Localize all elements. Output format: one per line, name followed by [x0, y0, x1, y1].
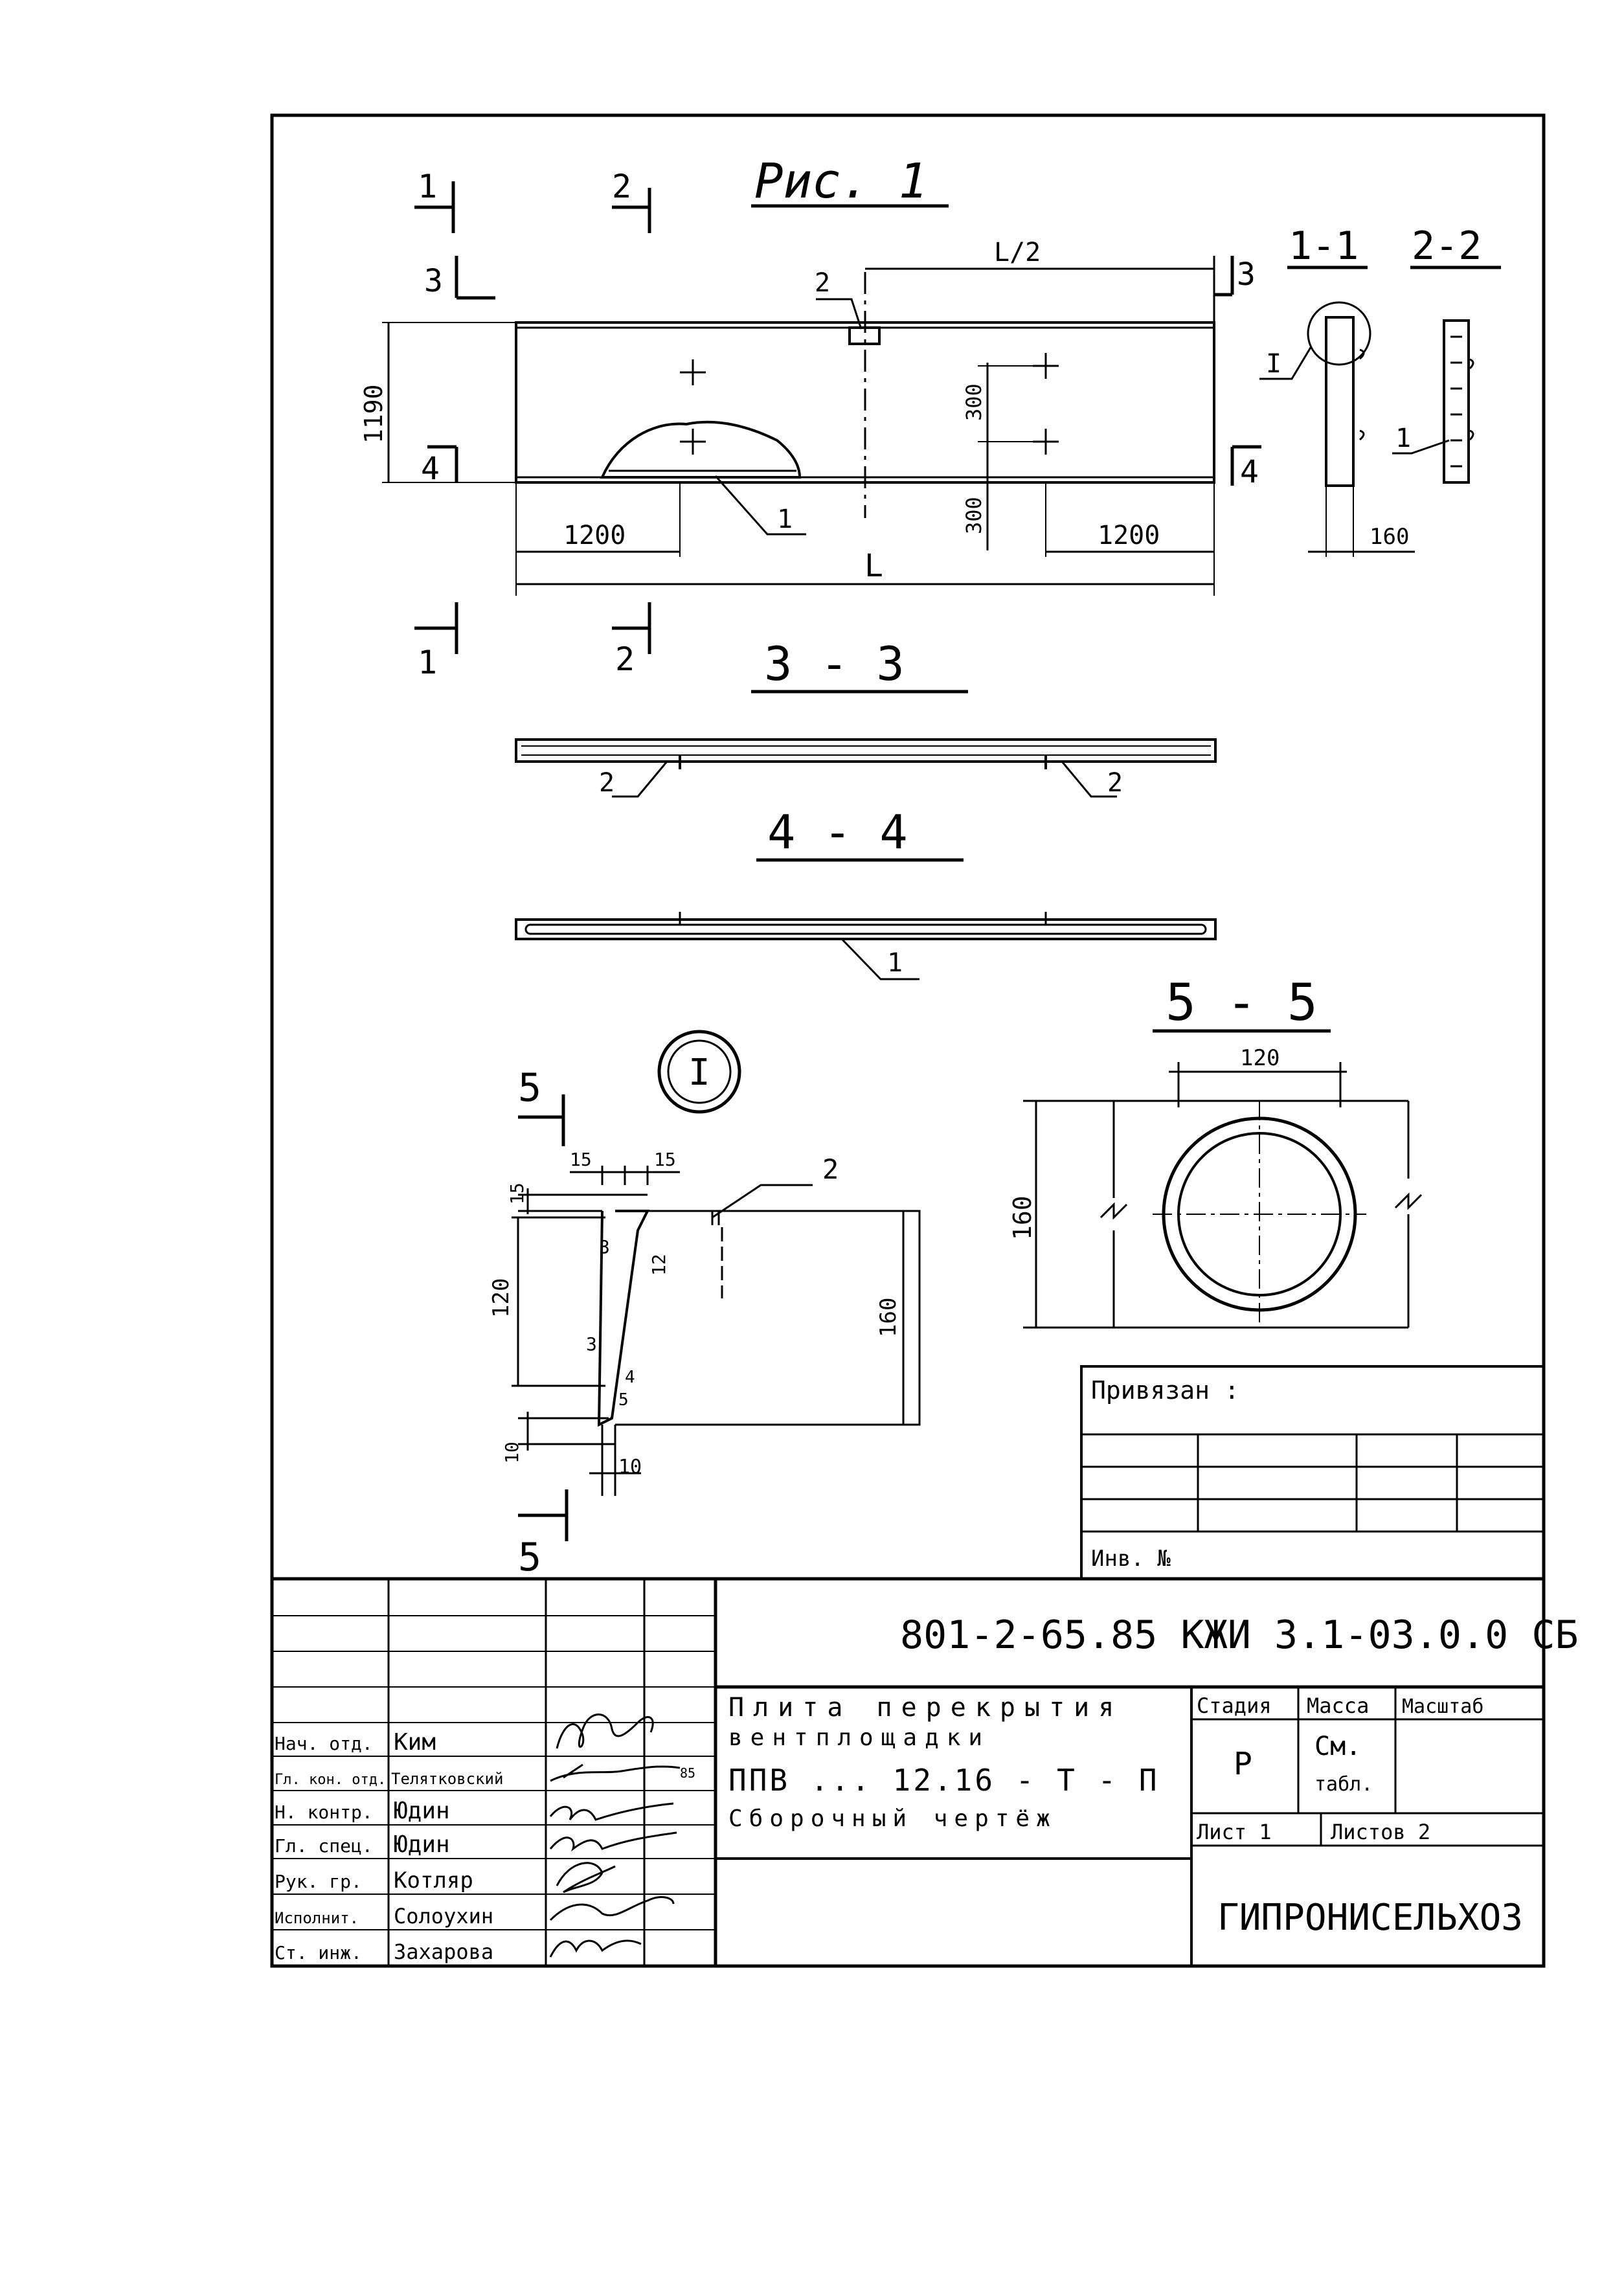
- callout-section-3-3-2a: 2: [599, 768, 615, 798]
- cut-mark-2-bottom: 2: [615, 640, 635, 678]
- doc-code: 801-2-65.85 КЖИ 3.1-03.0.0 СБ: [900, 1612, 1579, 1658]
- detail-I: I 2 15 15 15 120 160 12 3 3 4 5 10 10: [488, 1030, 921, 1496]
- dim-detail-10b: 10: [618, 1456, 642, 1478]
- title-line-1: Плита перекрытия: [728, 1693, 1123, 1723]
- section-label-2-2: 2-2: [1412, 223, 1482, 269]
- sheets-count: Листов 2: [1331, 1820, 1430, 1844]
- dim-detail-3b: 3: [586, 1333, 597, 1355]
- callout-detail-2: 2: [822, 1153, 839, 1185]
- dim-width: 1190: [359, 384, 388, 444]
- cut-mark-4-right: 4: [1240, 454, 1259, 490]
- dim-detail-5: 5: [618, 1390, 629, 1410]
- figure-title: Рис. 1: [754, 153, 927, 209]
- dim-detail-15a: 15: [570, 1149, 592, 1170]
- title-block: 801-2-65.85 КЖИ 3.1-03.0.0 СБ Плита пере…: [272, 1577, 1579, 1966]
- title-line-3: ППВ ... 12.16 - Т - П: [728, 1763, 1160, 1798]
- scale-label: Масштаб: [1402, 1695, 1483, 1718]
- binding-inv: Инв. №: [1091, 1546, 1171, 1572]
- sheet-number: Лист 1: [1197, 1820, 1272, 1844]
- role-label: Нач. отд.: [275, 1733, 373, 1754]
- binding-title: Привязан :: [1091, 1376, 1239, 1405]
- dim-detail-120: 120: [488, 1278, 514, 1318]
- cut-mark-1-bottom: 1: [418, 644, 437, 681]
- dim-spacing-top: 300: [962, 383, 986, 421]
- dim-length: L: [864, 548, 883, 584]
- cut-mark-5-top: 5: [518, 1065, 541, 1111]
- role-name: Котляр: [394, 1868, 473, 1894]
- role-name: Ким: [394, 1729, 436, 1756]
- cut-mark-1-top: 1: [418, 168, 437, 205]
- role-name: Захарова: [394, 1939, 493, 1964]
- stage-label: Стадия: [1197, 1693, 1272, 1718]
- organization: ГИПРОНИСЕЛЬХОЗ: [1217, 1897, 1523, 1939]
- dim-half-length: L/2: [994, 238, 1041, 267]
- role-label: Гл. спец.: [275, 1835, 373, 1857]
- mass-value-1: См.: [1314, 1732, 1361, 1761]
- detail-label-I: I: [688, 1052, 710, 1094]
- dim-hole: 120: [1240, 1045, 1280, 1071]
- callout-plan-2: 2: [815, 268, 830, 298]
- stage-value: Р: [1234, 1746, 1252, 1782]
- section-4-4: 4 - 4 1: [515, 805, 1217, 980]
- mass-value-2: табл.: [1314, 1773, 1373, 1796]
- section-label-5-5: 5 - 5: [1166, 974, 1318, 1032]
- detail-ref-I: I: [1266, 349, 1281, 379]
- dim-detail-3a: 3: [599, 1236, 610, 1258]
- role-name: Юдин: [394, 1831, 450, 1858]
- role-label: Исполнит.: [275, 1909, 359, 1927]
- dim-detail-4: 4: [625, 1368, 635, 1387]
- dim-thickness: 160: [1370, 524, 1409, 550]
- sections-1-2: 1-1 2-2 I 160 1: [1259, 223, 1501, 557]
- section-3-3: 3 - 3 2 2: [515, 637, 1217, 798]
- callout-section-4-4-1: 1: [887, 948, 903, 978]
- callout-section-3-3-2b: 2: [1107, 768, 1123, 798]
- cut-mark-2-top: 2: [612, 168, 631, 205]
- dim-detail-160: 160: [875, 1298, 901, 1337]
- role-label: Н. контр.: [275, 1802, 373, 1823]
- dim-hole-height: 160: [1008, 1195, 1037, 1240]
- role-label: Ст. инж.: [275, 1942, 362, 1963]
- dim-detail-15b: 15: [654, 1149, 676, 1170]
- slab-plan-view: 1 2 L/2 1190 300 300 1200 1200 L: [359, 238, 1215, 596]
- dim-edge-left: 1200: [563, 521, 626, 550]
- dim-spacing-bottom: 300: [962, 497, 986, 534]
- dim-edge-right: 1200: [1098, 521, 1160, 550]
- mass-label: Масса: [1307, 1693, 1369, 1718]
- title-line-2: вентплощадки: [728, 1724, 990, 1751]
- callout-plan-1: 1: [777, 504, 793, 534]
- figure-title-group: Рис. 1: [751, 153, 949, 209]
- cut-mark-3-right: 3: [1237, 256, 1256, 293]
- dim-detail-12: 12: [648, 1254, 670, 1276]
- drawing-frame: [270, 113, 1546, 1968]
- dim-detail-10a: 10: [501, 1442, 523, 1464]
- signature-date: 85: [680, 1765, 695, 1781]
- role-name: Юдин: [394, 1798, 450, 1824]
- cut-mark-5-bottom: 5: [518, 1535, 541, 1580]
- cut-mark-4-left: 4: [421, 451, 440, 487]
- section-label-3-3: 3 - 3: [764, 637, 905, 691]
- title-line-4: Сборочный чертёж: [728, 1805, 1057, 1832]
- cut-mark-3-left: 3: [424, 263, 443, 299]
- section-5-5: 5 - 5 120 160: [1008, 974, 1423, 1329]
- section-label-1-1: 1-1: [1289, 223, 1359, 269]
- signatures: 85: [549, 1713, 695, 1958]
- dim-detail-15c: 15: [506, 1182, 528, 1204]
- section-label-4-4: 4 - 4: [767, 805, 908, 859]
- role-name: Телятковский: [391, 1770, 503, 1788]
- role-name: Солоухин: [394, 1904, 493, 1928]
- role-label: Рук. гр.: [275, 1871, 362, 1892]
- role-label: Гл. кон. отд.: [275, 1772, 386, 1788]
- callout-section-2-2-1: 1: [1395, 424, 1411, 453]
- binding-box: Привязан : Инв. №: [1080, 1365, 1545, 1580]
- cut-marks: 1 2 3 3 4 4 1 2 5 5: [414, 168, 1261, 1580]
